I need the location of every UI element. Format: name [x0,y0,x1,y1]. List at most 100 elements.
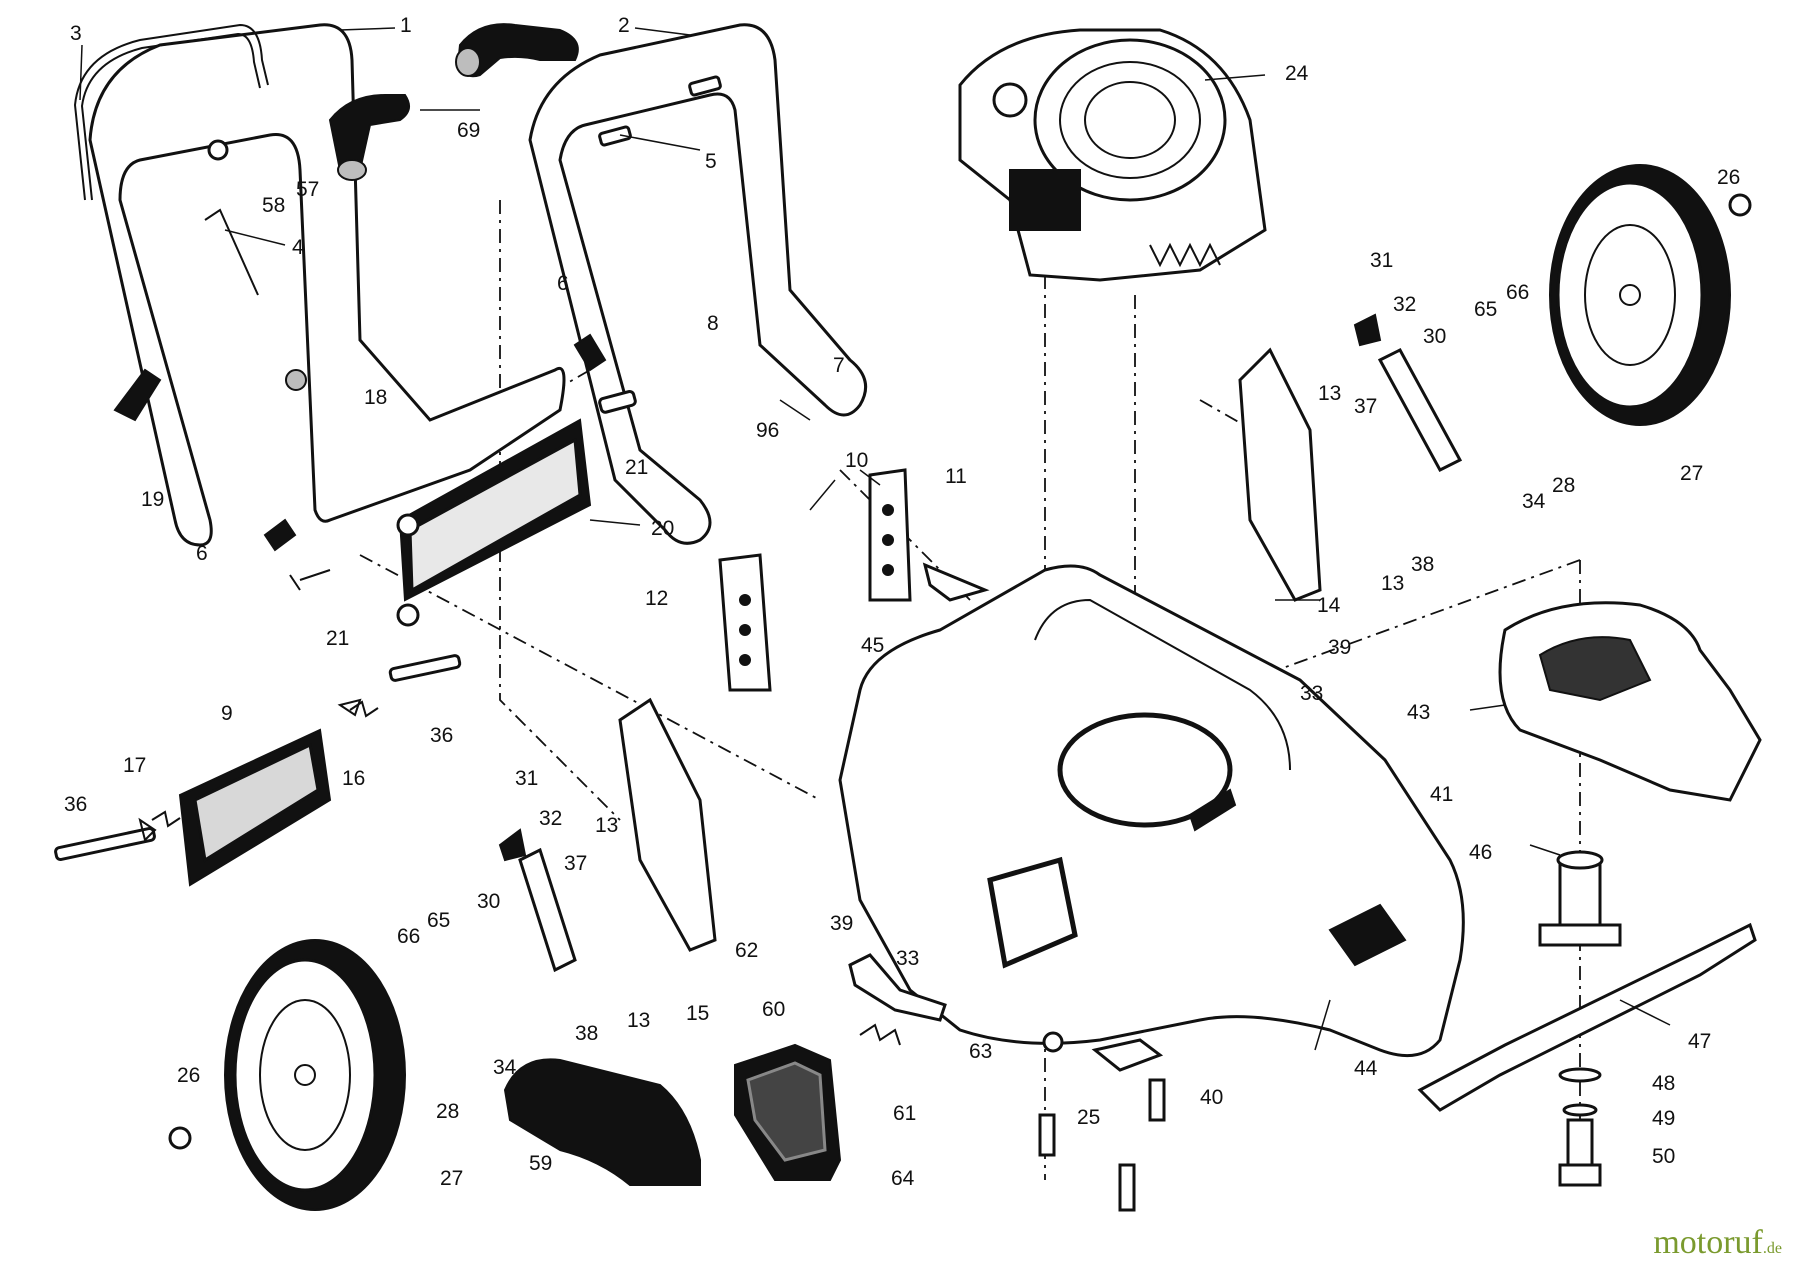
callout-21-upper: 21 [625,456,648,479]
side-discharge-part-64 [734,1043,842,1181]
wheel-bracket-part-14 [1238,347,1322,602]
callout-7: 7 [833,354,845,377]
engine-part-24 [958,28,1267,282]
axle-arms-part-30-32 [498,313,1463,973]
callout-58: 58 [262,194,285,217]
callout-63: 63 [969,1040,992,1063]
deck-part-44 [838,564,1465,1058]
callout-2: 2 [618,14,630,37]
callout-31-right: 31 [1370,249,1393,272]
upper-handle-part-1 [88,23,566,547]
callout-27-right: 27 [1680,462,1703,485]
callout-17: 17 [123,754,146,777]
callout-60: 60 [762,998,785,1021]
callout-38-left: 38 [575,1022,598,1045]
callout-13-left-b: 13 [627,1009,650,1032]
deck-bolts [1038,1031,1166,1212]
callout-37-left: 37 [564,852,587,875]
rear-flap-part-9 [178,728,332,887]
callout-59: 59 [529,1152,552,1175]
callout-labels: 1 2 3 4 5 6 6 7 8 9 10 11 12 13 13 13 13… [64,14,1740,1190]
watermark: motoruf.de [1653,1224,1782,1262]
callout-6-upper: 6 [557,272,569,295]
callout-65-left: 65 [427,909,450,932]
callout-50: 50 [1652,1145,1675,1168]
callout-20: 20 [651,517,674,540]
callout-39-center: 39 [830,912,853,935]
callout-43: 43 [1407,701,1430,724]
callout-39-right: 39 [1328,636,1351,659]
front-wheel-part-27 [224,939,406,1211]
callout-48: 48 [1652,1072,1675,1095]
callout-33-right: 33 [1300,682,1323,705]
lower-handle-part-2 [528,23,868,545]
callout-11: 11 [945,465,967,488]
callout-30-right: 30 [1423,325,1446,348]
callout-21-lower: 21 [326,627,349,650]
callout-66-right: 66 [1506,281,1529,304]
callout-37-right: 37 [1354,395,1377,418]
small-fasteners [204,75,722,591]
callout-38-right: 38 [1411,553,1434,576]
callout-45: 45 [861,634,884,657]
callout-15: 15 [686,1002,709,1025]
callout-13-right-a: 13 [1318,382,1341,405]
callout-10: 10 [845,449,868,472]
callout-34-right: 34 [1522,490,1546,513]
hinge-rods [54,654,462,862]
callout-32-right: 32 [1393,293,1416,316]
callout-18: 18 [364,386,387,409]
callout-16: 16 [342,767,365,790]
rear-shield-part-20 [396,418,592,627]
handle-knob-parts [113,333,607,552]
callout-13-left-a: 13 [595,814,618,837]
callout-33-center: 33 [896,947,919,970]
rear-wheel-part-27 [1549,164,1731,426]
cable-guide-part-69 [328,23,579,181]
blade-part-47 [1417,922,1757,1112]
callout-62: 62 [735,939,758,962]
callout-64: 64 [891,1167,915,1190]
callout-49: 49 [1652,1107,1675,1130]
spring-parts [151,700,901,1046]
callout-40: 40 [1200,1086,1223,1109]
door-bracket-part-60 [848,953,947,1022]
callout-69: 69 [457,119,480,142]
callout-34-left: 34 [493,1056,517,1079]
blade-adapter-part-46 [1538,850,1622,947]
callout-8: 8 [707,312,719,335]
callout-9: 9 [221,702,233,725]
callout-3: 3 [70,22,82,45]
callout-61: 61 [893,1102,916,1125]
wheel-bracket-part-15 [618,697,717,952]
watermark-domain: .de [1762,1240,1782,1257]
callout-28-right: 28 [1552,474,1575,497]
callout-30-left: 30 [477,890,500,913]
callout-41: 41 [1430,783,1453,806]
callout-1: 1 [400,14,412,37]
discharge-chute-part-43 [1498,601,1762,802]
callout-31-left: 31 [515,767,538,790]
callout-47: 47 [1688,1030,1711,1053]
callout-96: 96 [756,419,779,442]
callout-32-left: 32 [539,807,562,830]
callout-36-left: 36 [64,793,87,816]
callout-14: 14 [1317,594,1341,617]
callout-24: 24 [1285,62,1309,85]
height-plates-parts-11-12 [718,468,912,692]
callout-36-upper: 36 [430,724,453,747]
leader-lines [79,27,1671,1051]
callout-46: 46 [1469,841,1492,864]
hubcaps-part-26 [168,193,1752,1150]
callout-26-right: 26 [1717,166,1740,189]
callout-26-left: 26 [177,1064,200,1087]
callout-5: 5 [705,150,717,173]
callout-65-right: 65 [1474,298,1497,321]
blade-hardware-parts-48-50 [1558,1067,1602,1187]
callout-25: 25 [1077,1106,1100,1129]
callout-66-left: 66 [397,925,420,948]
callout-12: 12 [645,587,668,610]
watermark-brand: motoruf [1653,1224,1763,1261]
callout-19: 19 [141,488,164,511]
